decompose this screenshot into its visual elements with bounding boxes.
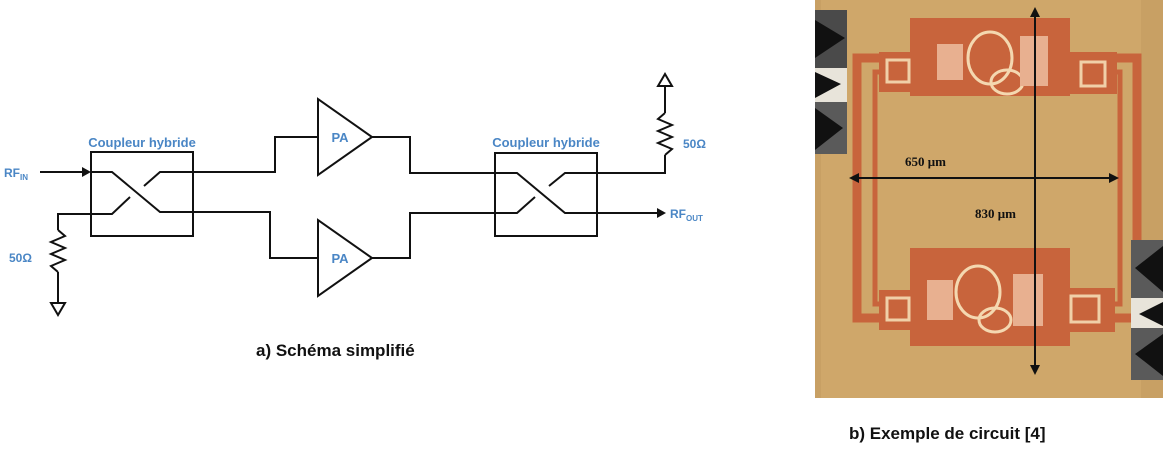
coupler-right-path-3 [549,173,597,186]
resistor-left-wire [58,214,91,230]
height-dimension-label: 830 μm [975,206,1016,221]
circuit-photo: 650 μm 830 μm [815,0,1163,398]
rf-in-arrowhead [82,167,91,177]
rf-out-main: RF [670,207,686,221]
rf-out-arrowhead [657,208,666,218]
ground-right-icon [658,74,672,86]
rf-in-sub: IN [20,173,28,182]
coupler-right-path-1 [495,173,597,213]
coupler-left-path-1 [91,172,193,212]
rf-in-main: RF [4,166,20,180]
coupler-right-path-2 [495,197,535,213]
caption-photo: b) Exemple de circuit [4] [849,424,1046,444]
wire-to-pa-top [193,137,318,172]
caption-schematic: a) Schéma simplifié [256,341,415,361]
coupler-left-box [91,152,193,236]
simplified-schematic: Coupleur hybride Coupleur hybride PA PA … [0,0,800,449]
resistor-right-zigzag [658,113,672,155]
ground-left-icon [51,303,65,315]
wire-to-pa-bottom [193,212,318,258]
wire-from-pa-bottom [372,213,495,258]
rf-out-label: RFOUT [670,207,703,223]
coupler-left-label: Coupleur hybride [88,135,196,150]
coupler-right-label: Coupleur hybride [492,135,600,150]
width-dimension-label: 650 μm [905,154,946,169]
coupler-right-box [495,153,597,236]
coupler-left-path-3 [144,172,193,186]
coupler-left-path-2 [91,197,130,214]
resistor-left-label: 50Ω [9,251,32,265]
pa-bottom-label: PA [331,251,349,266]
rf-out-sub: OUT [686,214,703,223]
wire-from-pa-top [372,137,495,173]
rf-in-label: RFIN [4,166,28,182]
resistor-left-zigzag [51,230,65,272]
resistor-right-wire [597,155,665,173]
resistor-right-label: 50Ω [683,137,706,151]
pa-top-label: PA [331,130,349,145]
